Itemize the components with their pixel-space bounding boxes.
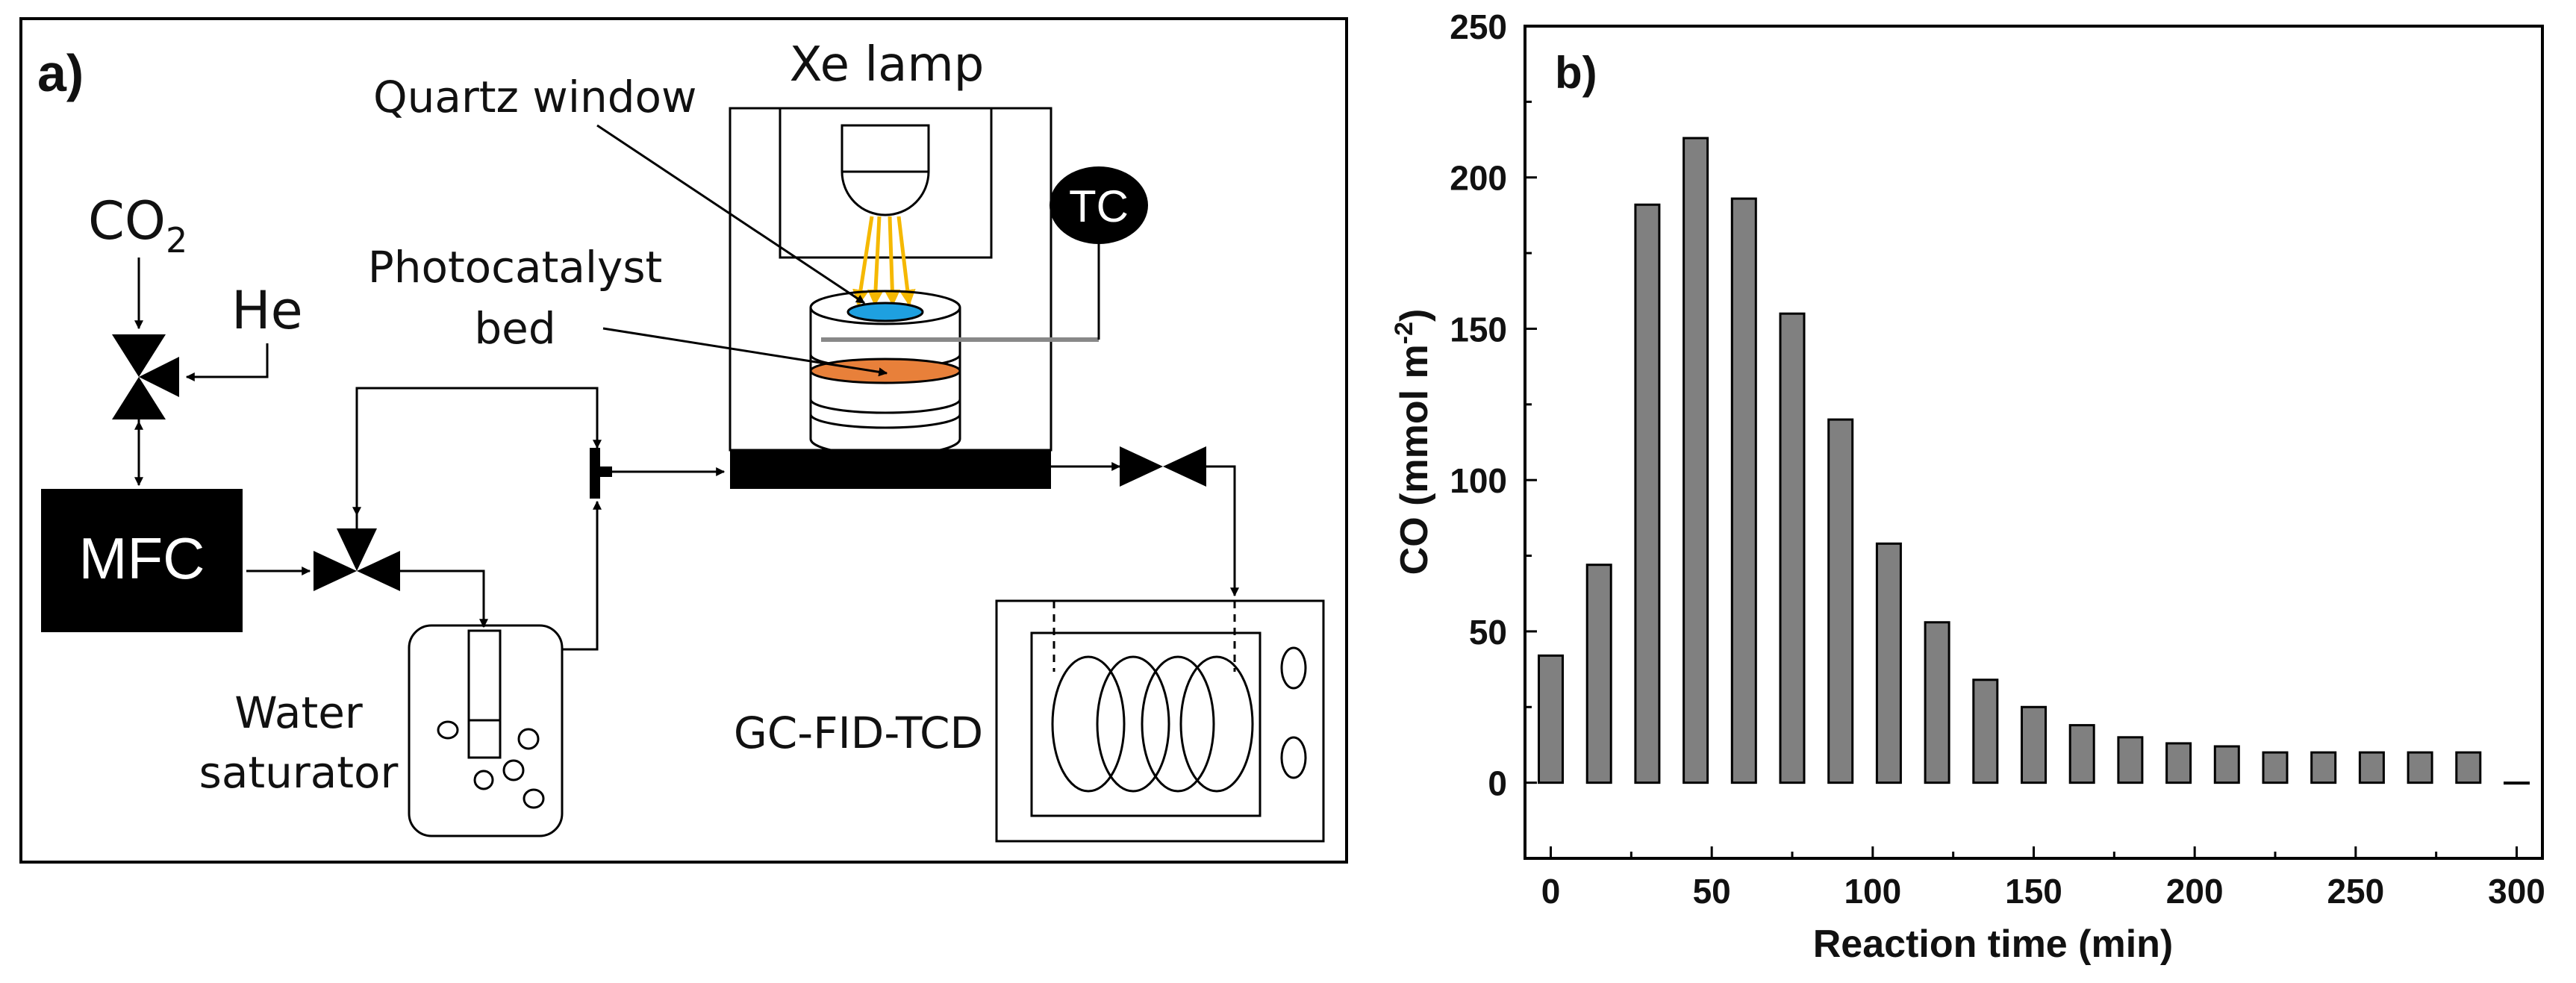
saturator-label: saturator [199,747,399,798]
gc-outer-box [995,599,1325,843]
x-tick-label: 300 [2488,872,2545,911]
bar-105 [1875,542,1902,784]
bar-30 [1634,203,1661,784]
y-tick-label: 200 [1450,159,1507,198]
quartz-window-pointer [596,124,865,305]
light-rays-icon [852,216,916,307]
gc-label: GC-FID-TCD [734,708,983,758]
he-label: He [231,280,303,341]
bar-195 [2165,742,2192,784]
reactor-base [730,450,1051,489]
quartz-window-label: Quartz window [373,72,696,122]
bar-90 [1827,418,1854,784]
bypass-line [355,387,602,528]
y-tick-label: 50 [1469,613,1507,652]
bar-165 [2068,724,2095,784]
he-feed-line [185,343,269,381]
y-tick-label: 150 [1450,310,1507,349]
mfc-box [41,489,243,632]
photocatalyst-label: Photocatalyst [368,242,663,293]
bar-180 [2117,736,2144,784]
xe-lamp-label: Xe lamp [790,37,985,93]
tc-icon [1050,166,1148,244]
x-axis-ticks: 0 50 100 150 200 250 300 [1541,846,2545,911]
x-tick-label: 150 [2005,872,2062,911]
photocatalyst-pointer [602,327,888,377]
valve-to-gc-line [1206,465,1239,597]
valve-to-saturator-line [400,569,488,628]
bar-15 [1585,564,1612,784]
panel-a-label: a) [37,44,84,102]
saturator-outlet-line [562,500,602,651]
panel-a-frame [19,17,1348,864]
bar-270 [2407,751,2433,784]
y-tick-label: 250 [1450,7,1507,46]
x-tick-label: 0 [1541,872,1561,911]
co2-label: CO2 [88,190,187,260]
bar-0 [1538,654,1565,784]
x-axis-label: Reaction time (min) [1813,923,2174,966]
x-tick-label: 50 [1693,872,1731,911]
tc-label: TC [1069,181,1129,231]
gc-oven-box [1030,631,1262,817]
y-tick-label: 100 [1450,461,1507,500]
saturator-dip-tube [467,629,502,759]
bar-210 [2213,745,2240,784]
xe-lamp-bulb-icon [841,124,930,216]
water-saturator [408,624,564,837]
y-axis-ticks: 0 50 100 150 200 250 [1450,7,1537,860]
bar-120 [1924,621,1950,784]
bar-series [1538,137,2530,785]
bar-135 [1972,678,1999,784]
bar-45 [1682,137,1709,784]
xe-lamp-box [779,107,993,259]
quartz-window-icon [846,302,924,322]
bar-75 [1779,312,1806,784]
y-axis-label: CO (mmol m-2) [1390,309,1436,575]
gas-mixing-valve-icon [112,334,179,419]
bar-285 [2455,751,2482,784]
x-tick-label: 200 [2166,872,2224,911]
panel-b-label: b) [1555,48,1597,98]
y-tick-label: 0 [1488,764,1507,803]
gc-knob-top-icon [1280,646,1307,690]
panel-a: a) CO2 He MFC [19,17,1348,864]
bar-300 [2503,781,2530,785]
photocatalyst-bed-icon [809,358,961,384]
bubbles-icon [437,720,545,809]
bar-255 [2358,751,2385,784]
bar-225 [2262,751,2289,784]
water-label: Water [234,687,363,738]
panel-b: b) 0 50 100 150 200 250 0 50 100 150 200 250 300 Re… [1390,7,2545,966]
bar-240 [2310,751,2337,784]
tee-junction-stub [590,466,612,477]
x-tick-label: 250 [2327,872,2384,911]
bypass-valve-icon [314,528,400,591]
gc-column-coil-icon [1051,655,1254,793]
outlet-valve-icon [1120,446,1206,487]
mfc-label: MFC [79,525,205,591]
x-tick-label: 100 [1844,872,1901,911]
gc-knob-bottom-icon [1280,736,1307,779]
bar-150 [2021,705,2047,784]
bed-label: bed [474,303,555,354]
bar-60 [1730,197,1757,784]
